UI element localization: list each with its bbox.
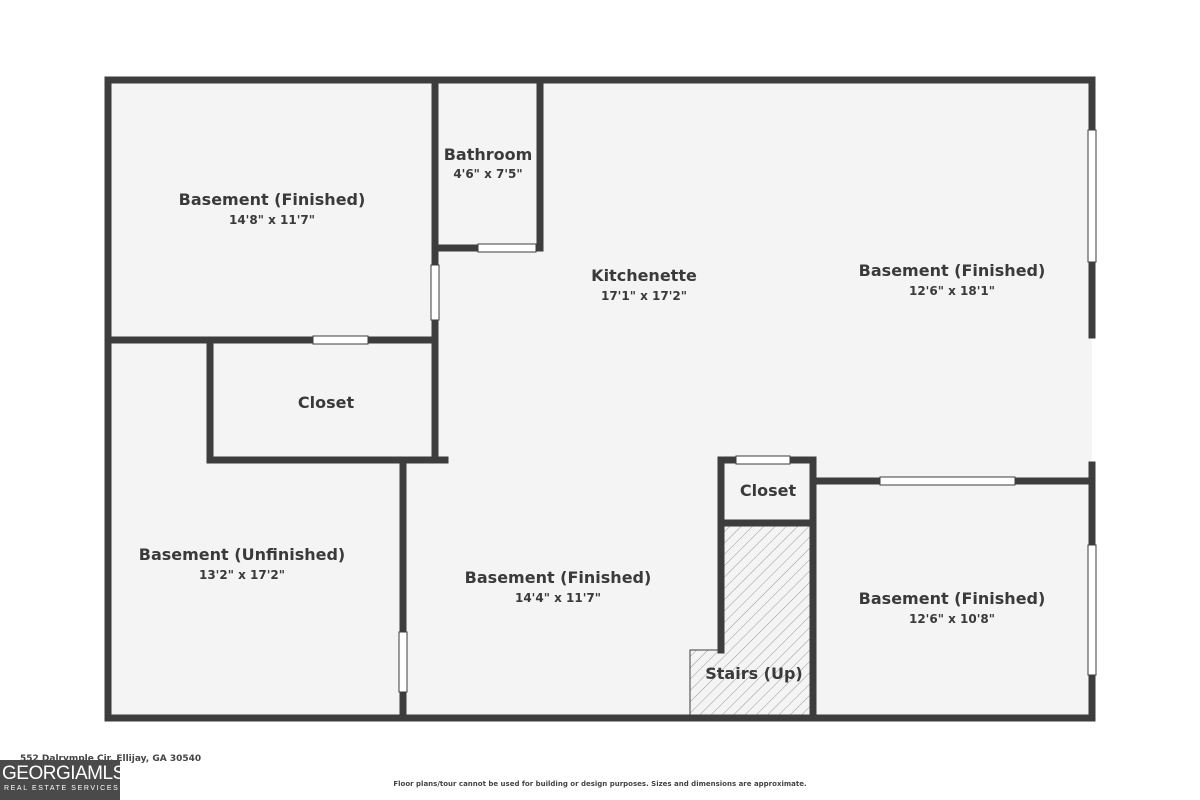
- floor-area: [108, 80, 1092, 718]
- room-dims-basement-finished-ne: 12'6" x 18'1": [909, 284, 995, 298]
- disclaimer-text: Floor plans/tour cannot be used for buil…: [393, 780, 807, 788]
- room-dims-bathroom: 4'6" x 7'5": [453, 167, 522, 181]
- room-name-bathroom: Bathroom: [444, 145, 533, 164]
- room-labels: Basement (Finished) 14'8" x 11'7" Bathro…: [139, 145, 1046, 683]
- room-name-basement-finished-center: Basement (Finished): [465, 568, 652, 587]
- logo-tagline: REAL ESTATE SERVICES: [4, 785, 120, 792]
- room-name-kitchenette: Kitchenette: [591, 266, 697, 285]
- room-name-basement-finished-ne: Basement (Finished): [859, 261, 1046, 280]
- room-name-basement-finished-se: Basement (Finished): [859, 589, 1046, 608]
- room-name-closet-left: Closet: [298, 393, 355, 412]
- room-name-stairs: Stairs (Up): [705, 664, 803, 683]
- room-name-basement-unfinished: Basement (Unfinished): [139, 545, 345, 564]
- logo-wordmark: GEORGIAMLS: [2, 763, 125, 784]
- room-name-basement-finished-nw: Basement (Finished): [179, 190, 366, 209]
- room-dims-basement-finished-nw: 14'8" x 11'7": [229, 213, 315, 227]
- room-dims-kitchenette: 17'1" x 17'2": [601, 289, 687, 303]
- property-address: 552 Dalrymple Cir, Ellijay, GA 30540: [20, 754, 202, 764]
- room-dims-basement-finished-se: 12'6" x 10'8": [909, 612, 995, 626]
- room-dims-basement-finished-center: 14'4" x 11'7": [515, 591, 601, 605]
- georgia-mls-logo: GEORGIAMLS REAL ESTATE SERVICES: [0, 760, 125, 800]
- room-dims-basement-unfinished: 13'2" x 17'2": [199, 568, 285, 582]
- windows: [312, 129, 1097, 693]
- room-name-closet-right: Closet: [740, 481, 797, 500]
- walls: [104, 76, 1096, 722]
